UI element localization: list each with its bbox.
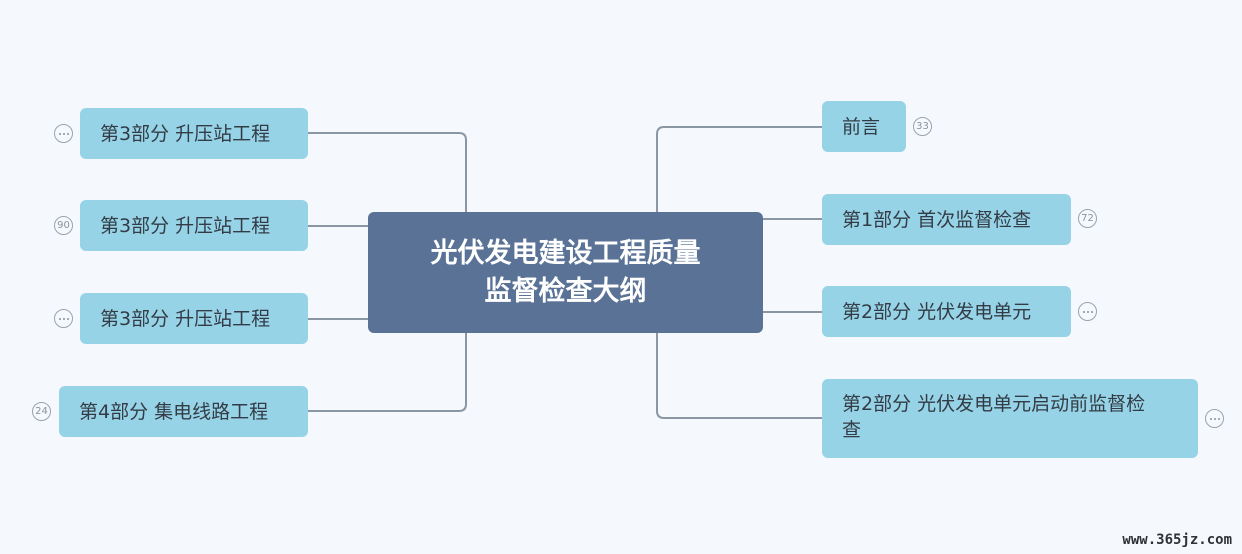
connector-right-4 [656, 333, 822, 419]
topic-label: 前言 [842, 115, 881, 138]
watermark-text: www.365jz.com [1122, 532, 1232, 548]
root-title-line-2: 监督检查大纲 [484, 275, 647, 307]
topic-left-3[interactable]: 第3部分 升压站工程 [80, 293, 308, 344]
child-count-badge[interactable]: 90 [54, 216, 73, 235]
topic-label: 第4部分 集电线路工程 [79, 400, 269, 423]
connector-left-1 [308, 132, 467, 213]
topic-label: 第3部分 升压站工程 [100, 122, 271, 145]
topic-label: 第3部分 升压站工程 [100, 307, 271, 330]
topic-left-4[interactable]: 第4部分 集电线路工程 [59, 386, 308, 437]
topic-label: 第3部分 升压站工程 [100, 214, 271, 237]
topic-label: 第2部分 光伏发电单元 [842, 300, 1032, 323]
topic-label: 第1部分 首次监督检查 [842, 208, 1032, 231]
root-title-line-1: 光伏发电建设工程质量 [430, 237, 701, 269]
child-count-badge[interactable]: 24 [32, 402, 51, 421]
topic-right-4[interactable]: 第2部分 光伏发电单元启动前监督检 查 [822, 379, 1198, 458]
child-count-badge[interactable]: 33 [913, 117, 932, 136]
collapse-more-icon[interactable] [1205, 409, 1224, 428]
collapse-more-icon[interactable] [1078, 302, 1097, 321]
topic-right-3[interactable]: 第2部分 光伏发电单元 [822, 286, 1071, 337]
root-topic[interactable]: 光伏发电建设工程质量 监督检查大纲 [368, 212, 763, 333]
connector-right-1 [656, 126, 822, 213]
topic-right-1[interactable]: 前言 [822, 101, 906, 152]
topic-right-2[interactable]: 第1部分 首次监督检查 [822, 194, 1071, 245]
connector-left-4 [308, 333, 467, 412]
topic-label-line-1: 第2部分 光伏发电单元启动前监督检 [842, 393, 1146, 415]
collapse-more-icon[interactable] [54, 309, 73, 328]
topic-label-line-2: 查 [842, 419, 862, 441]
collapse-more-icon[interactable] [54, 124, 73, 143]
child-count-badge[interactable]: 72 [1078, 209, 1097, 228]
topic-left-1[interactable]: 第3部分 升压站工程 [80, 108, 308, 159]
topic-left-2[interactable]: 第3部分 升压站工程 [80, 200, 308, 251]
